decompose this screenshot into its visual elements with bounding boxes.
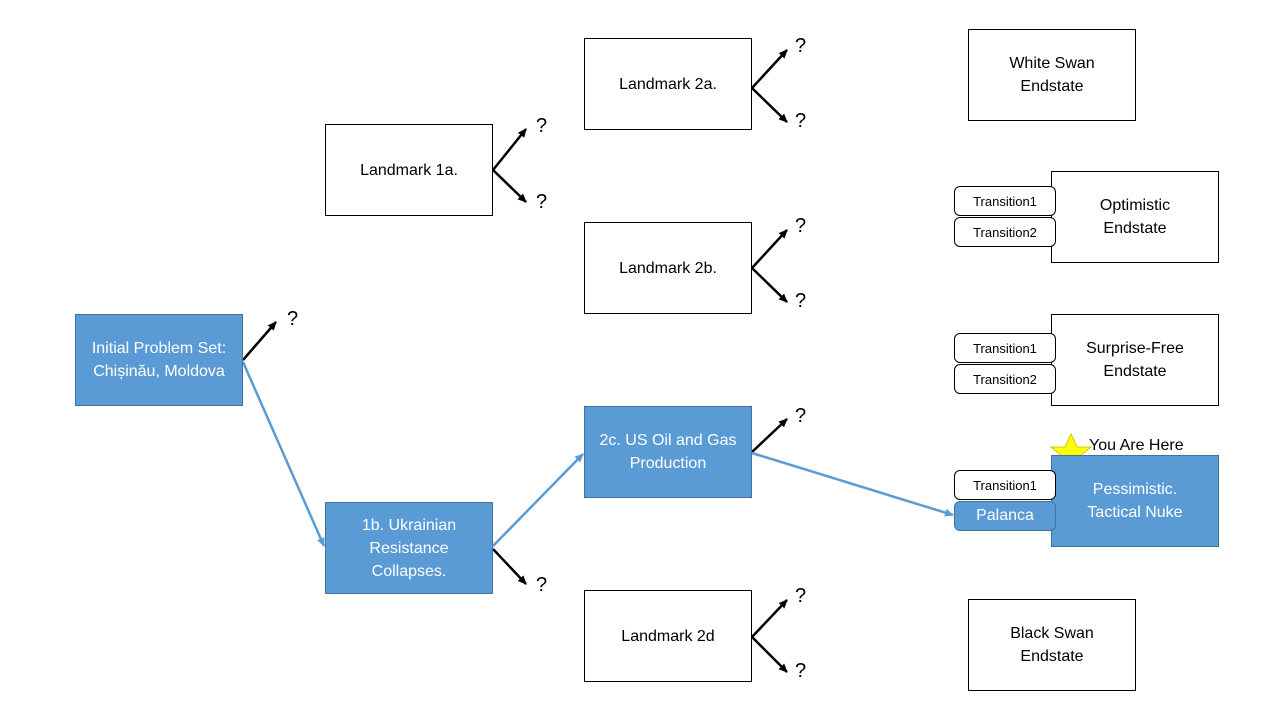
fork-landmark-2b: [751, 229, 788, 303]
optimistic-endstate: Optimistic Endstate: [1051, 171, 1219, 263]
pessimistic-transition-1: Transition1: [954, 470, 1056, 500]
unknown-outcome: ?: [795, 585, 807, 607]
unknown-outcome: ?: [536, 574, 548, 596]
chosen-path: [241, 361, 954, 547]
landmark-2b: Landmark 2b.: [584, 222, 752, 314]
fork-landmark-1a: [492, 128, 527, 203]
unknown-outcome: ?: [795, 660, 807, 682]
fork-landmark-1b: [492, 548, 527, 585]
landmark-2a: Landmark 2a.: [584, 38, 752, 130]
fork-initial: [242, 321, 277, 361]
optimistic-transition-1: Transition1: [954, 186, 1056, 216]
unknown-outcome: ?: [287, 308, 299, 330]
landmark-2d: Landmark 2d: [584, 590, 752, 682]
optimistic-transition-2: Transition2: [954, 217, 1056, 247]
unknown-outcome: ?: [536, 115, 548, 137]
surprise-free-transition-2: Transition2: [954, 364, 1056, 394]
black-swan-endstate: Black Swan Endstate: [968, 599, 1136, 691]
landmark-1a: Landmark 1a.: [325, 124, 493, 216]
unknown-outcome: ?: [795, 35, 807, 57]
pessimistic-transition-palanca: Palanca: [954, 501, 1056, 531]
surprise-free-transition-1: Transition1: [954, 333, 1056, 363]
unknown-outcome: ?: [795, 290, 807, 312]
pessimistic-endstate: Pessimistic. Tactical Nuke: [1051, 455, 1219, 547]
you-are-here-label: You Are Here: [1089, 437, 1184, 454]
surprise-free-endstate: Surprise-Free Endstate: [1051, 314, 1219, 406]
white-swan-endstate: White Swan Endstate: [968, 29, 1136, 121]
unknown-outcome: ?: [795, 215, 807, 237]
unknown-outcome: ?: [795, 405, 807, 427]
landmark-1b: 1b. Ukrainian Resistance Collapses.: [325, 502, 493, 594]
unknown-outcome: ?: [536, 191, 548, 213]
fork-landmark-2d: [751, 599, 788, 673]
fork-landmark-2a: [751, 49, 788, 123]
landmark-2c: 2c. US Oil and Gas Production: [584, 406, 752, 498]
initial-problem-set: Initial Problem Set: Chișinău, Moldova: [75, 314, 243, 406]
unknown-outcome: ?: [795, 110, 807, 132]
fork-landmark-2c: [751, 418, 788, 453]
